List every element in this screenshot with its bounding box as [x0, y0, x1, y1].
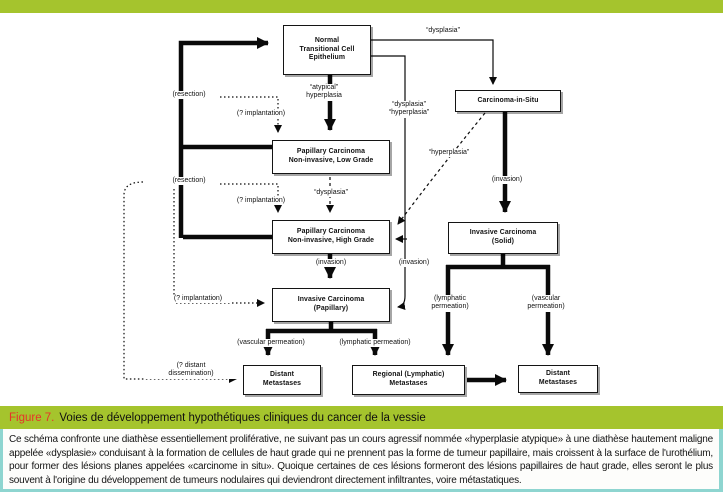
edge-label-invasionRight: (invasion): [385, 259, 443, 268]
box-normal: Normal Transitional Cell Epithelium: [283, 25, 371, 75]
edge-label-invasionLeft: (invasion): [302, 259, 360, 268]
box-regional: Regional (Lymphatic) Metastases: [352, 365, 465, 395]
edge-label-dysplasiaMid: “dysplasia”: [300, 189, 362, 198]
figure-caption-bar: Figure 7. Voies de développement hypothé…: [0, 406, 723, 429]
edge-label-lymphaticPermSolid: (lymphatic permeation): [418, 295, 482, 312]
edge-label-atypicalHyperplasia: “atypical” hyperplasia: [294, 84, 354, 101]
box-distantL: Distant Metastases: [243, 365, 321, 395]
box-papHigh: Papillary Carcinoma Non-invasive, High G…: [272, 220, 390, 254]
figure-number: Figure 7.: [9, 411, 55, 424]
box-invPap: Invasive Carcinoma (Papillary): [272, 288, 390, 322]
edge-label-resection1: (resection): [160, 91, 218, 100]
edge-label-implantation3: (? implantation): [164, 295, 232, 304]
edge-label-implantation1: (? implantation): [228, 110, 294, 119]
edge-label-dysplasiaTop: “dysplasia”: [413, 27, 473, 36]
edge-label-vascularPermSolid: (vascular permeation): [514, 295, 578, 312]
edge-label-distantDissem: (? distant dissemination): [144, 362, 238, 379]
box-invSolid: Invasive Carcinoma (Solid): [448, 222, 558, 254]
edge-label-implantation2: (? implantation): [228, 197, 294, 206]
figure-description: Ce schéma confronte une diathèse essenti…: [0, 429, 723, 492]
edge-label-hyperplasiaCurve: “hyperplasia”: [416, 149, 482, 158]
top-accent-bar: [0, 0, 723, 13]
box-papLow: Papillary Carcinoma Non-invasive, Low Gr…: [272, 140, 390, 174]
edge-label-dysplasiaHyperplasia: “dysplasia” “hyperplasia”: [377, 101, 441, 118]
edge-label-vascularPermPap: (vascular permeation): [226, 339, 316, 348]
box-distantR: Distant Metastases: [518, 365, 598, 393]
edge-label-resection2: (resection): [160, 177, 218, 186]
edge-label-lymphaticPermPap: (lymphatic permeation): [329, 339, 421, 348]
edge-label-invasionCis: (invasion): [478, 176, 536, 185]
box-cis: Carcinoma-in-Situ: [455, 90, 561, 112]
figure-title: Voies de développement hypothétiques cli…: [59, 411, 426, 424]
